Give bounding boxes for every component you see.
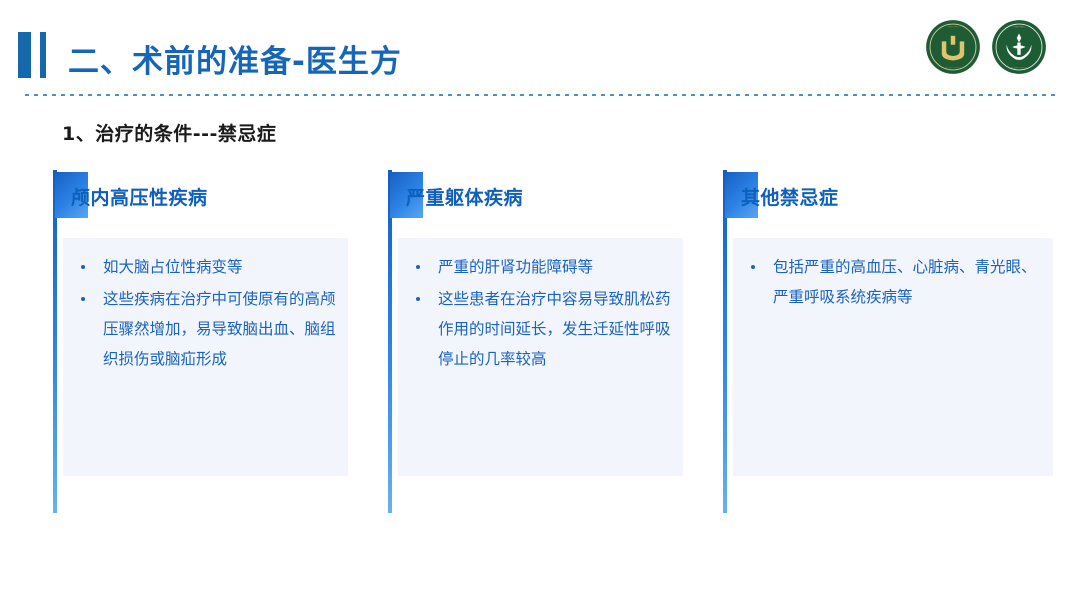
logo-group: ········· ············· ········· ······… (925, 19, 1047, 75)
bullet-list-1: 如大脑占位性病变等 这些疾病在治疗中可使原有的高颅压骤然增加，易导致脑出血、脑组… (77, 252, 338, 374)
column-card-2: 严重躯体疾病 严重的肝肾功能障碍等 这些患者在治疗中容易导致肌松药作用的时间延长… (388, 170, 723, 515)
column-rule-1 (53, 170, 57, 513)
svg-text:·········: ········· (1013, 25, 1024, 30)
header-divider (25, 94, 1055, 96)
column-heading-1: 颅内高压性疾病 (71, 187, 208, 209)
bullet-list-2: 严重的肝肾功能障碍等 这些患者在治疗中容易导致肌松药作用的时间延长，发生迁延性呼… (412, 252, 673, 374)
title-accent-bars (18, 32, 46, 78)
svg-text:·············: ············· (1011, 66, 1027, 70)
list-item: 这些患者在治疗中容易导致肌松药作用的时间延长，发生迁延性呼吸停止的几率较高 (412, 284, 673, 374)
svg-text:·············: ············· (945, 66, 961, 70)
column-rule-2 (388, 170, 392, 513)
column-card-1: 颅内高压性疾病 如大脑占位性病变等 这些疾病在治疗中可使原有的高颅压骤然增加，易… (53, 170, 388, 515)
bullet-list-3: 包括严重的高血压、心脏病、青光眼、严重呼吸系统疾病等 (747, 252, 1043, 312)
list-item: 包括严重的高血压、心脏病、青光眼、严重呼吸系统疾病等 (747, 252, 1043, 312)
column-chip-2 (390, 172, 423, 218)
accent-bar-thin (40, 32, 46, 78)
page-title: 二、术前的准备-医生方 (68, 44, 402, 80)
svg-text:·········: ········· (947, 25, 958, 30)
column-chip-3 (725, 172, 758, 218)
column-body-1: 如大脑占位性病变等 这些疾病在治疗中可使原有的高颅压骤然增加，易导致脑出血、脑组… (63, 238, 348, 476)
column-body-2: 严重的肝肾功能障碍等 这些患者在治疗中容易导致肌松药作用的时间延长，发生迁延性呼… (398, 238, 683, 476)
hospital-logo-right-icon: ········· ············· (992, 20, 1046, 74)
list-item: 严重的肝肾功能障碍等 (412, 252, 673, 282)
section-subtitle: 1、治疗的条件---禁忌症 (62, 123, 277, 145)
column-heading-3: 其他禁忌症 (741, 187, 839, 209)
list-item: 这些疾病在治疗中可使原有的高颅压骤然增加，易导致脑出血、脑组织损伤或脑疝形成 (77, 284, 338, 374)
column-card-3: 其他禁忌症 包括严重的高血压、心脏病、青光眼、严重呼吸系统疾病等 (723, 170, 1058, 515)
list-item: 如大脑占位性病变等 (77, 252, 338, 282)
column-body-3: 包括严重的高血压、心脏病、青光眼、严重呼吸系统疾病等 (733, 238, 1053, 476)
column-rule-3 (723, 170, 727, 513)
column-chip-1 (55, 172, 88, 218)
accent-bar-thick (18, 32, 31, 78)
column-heading-2: 严重躯体疾病 (406, 187, 524, 209)
hospital-logo-left-icon: ········· ············· (926, 20, 980, 74)
